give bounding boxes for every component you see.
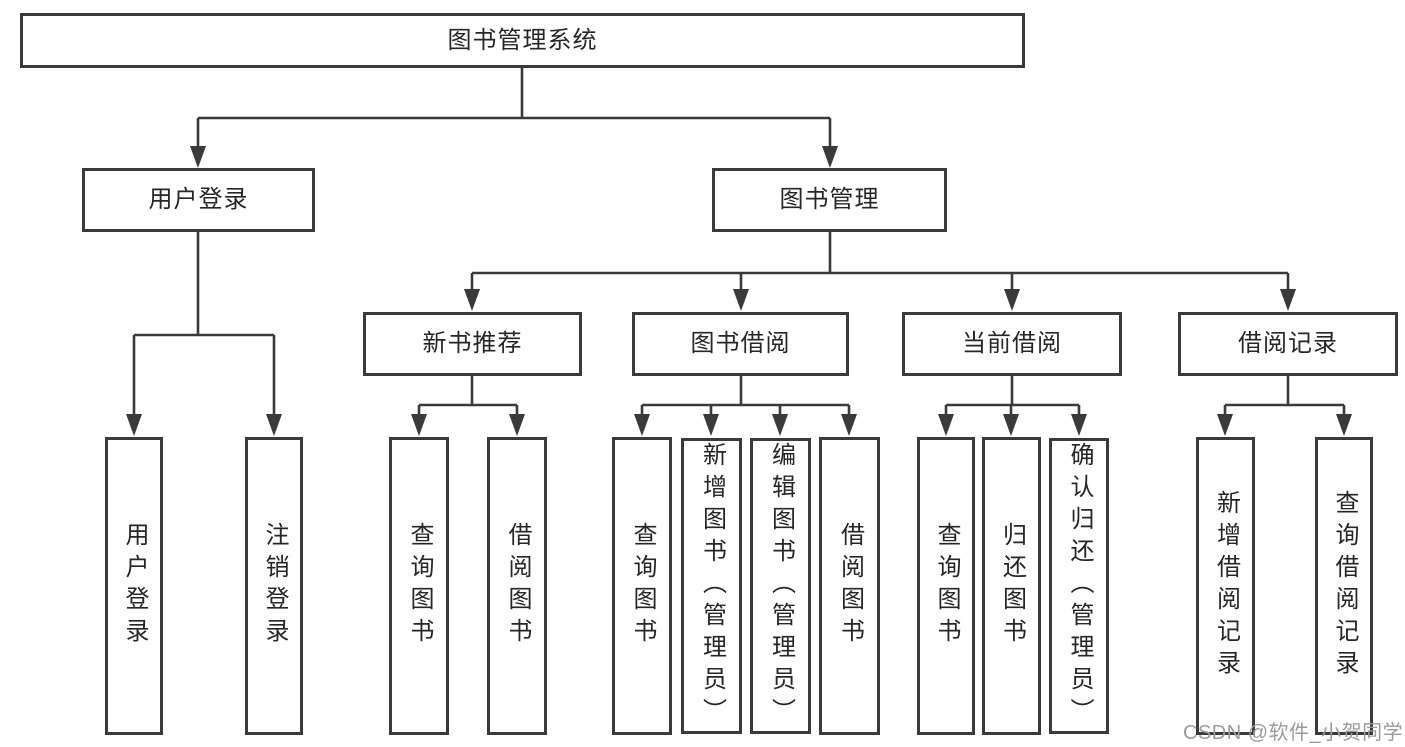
node-return-books: 归还图书 xyxy=(982,437,1041,735)
node-add-books-admin: 新增图书（管理员） xyxy=(681,438,742,734)
node-borrowing-records: 借阅记录 xyxy=(1178,312,1398,376)
node-label: 新增借阅记录 xyxy=(1212,490,1240,682)
node-query-books-borrow: 查询图书 xyxy=(612,437,672,735)
node-edit-books-admin: 编辑图书（管理员） xyxy=(750,438,811,734)
node-label: 归还图书 xyxy=(998,522,1026,650)
node-book-management: 图书管理 xyxy=(712,168,947,232)
node-label: 新增图书（管理员） xyxy=(698,442,726,730)
node-label: 图书管理 xyxy=(779,186,880,213)
node-label: 用户登录 xyxy=(148,186,249,213)
node-label: 当前借阅 xyxy=(962,330,1062,357)
node-label: 图书借阅 xyxy=(690,330,791,357)
node-label: 图书管理系统 xyxy=(447,26,598,54)
node-borrow-books: 借阅图书 xyxy=(819,437,880,735)
watermark-text: CSDN @软件_小贺同学 xyxy=(1183,722,1404,744)
node-user-login: 用户登录 xyxy=(82,168,315,232)
node-label: 注销登录 xyxy=(261,522,288,650)
node-confirm-return-admin: 确认归还（管理员） xyxy=(1049,438,1109,734)
node-library-management-system: 图书管理系统 xyxy=(20,13,1025,68)
node-label: 编辑图书（管理员） xyxy=(767,442,795,730)
node-borrow-books-recommend: 借阅图书 xyxy=(487,437,547,735)
node-new-book-recommend: 新书推荐 xyxy=(363,312,582,376)
node-add-borrow-record: 新增借阅记录 xyxy=(1196,437,1255,735)
node-label: 查询图书 xyxy=(406,522,433,650)
node-query-borrow-record: 查询借阅记录 xyxy=(1315,437,1373,735)
node-label: 查询图书 xyxy=(629,522,656,650)
node-label: 新书推荐 xyxy=(422,330,523,357)
node-logout: 注销登录 xyxy=(245,437,303,735)
node-label: 借阅图书 xyxy=(504,522,531,650)
node-query-books-recommend: 查询图书 xyxy=(389,437,449,735)
node-label: 借阅记录 xyxy=(1238,330,1338,357)
node-label: 查询借阅记录 xyxy=(1331,490,1358,682)
node-user-login-action: 用户登录 xyxy=(105,437,163,735)
node-label: 查询图书 xyxy=(933,522,960,650)
node-label: 借阅图书 xyxy=(836,522,864,650)
node-label: 用户登录 xyxy=(121,522,148,650)
node-query-books-current: 查询图书 xyxy=(917,437,975,735)
node-label: 确认归还（管理员） xyxy=(1066,442,1093,730)
node-current-borrowing: 当前借阅 xyxy=(902,312,1122,376)
node-book-borrowing: 图书借阅 xyxy=(632,312,849,376)
